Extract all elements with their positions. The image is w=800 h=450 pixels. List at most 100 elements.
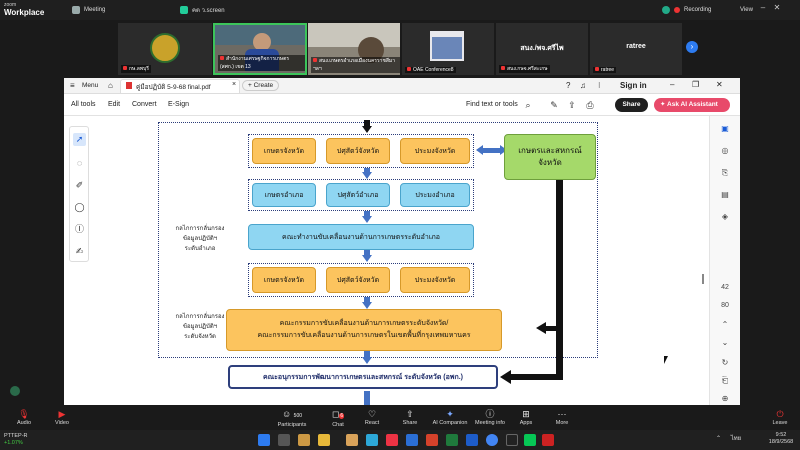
chat-badge: 6 bbox=[339, 413, 345, 419]
mic-muted-icon: 🎙 bbox=[18, 409, 30, 419]
participant-tile[interactable]: สนง./พจ.ศรีไพ สนง.กษจ.ศรีสะเกษ bbox=[496, 23, 588, 75]
layers-icon[interactable]: ◈ bbox=[721, 212, 729, 221]
page-number[interactable]: 42 bbox=[721, 284, 729, 291]
clock[interactable]: 9:52 18/9/2568 bbox=[766, 432, 796, 446]
minimize-icon[interactable]: – bbox=[760, 3, 766, 12]
chevron-up-icon[interactable]: ⌃ bbox=[721, 320, 729, 329]
help-icon[interactable]: ? bbox=[566, 81, 571, 90]
lasso-tool-icon[interactable]: ◯ bbox=[74, 202, 85, 212]
sign-in-button[interactable]: Sign in bbox=[620, 81, 647, 90]
participant-tile[interactable]: OAE Conference8 bbox=[402, 23, 494, 75]
pages-icon[interactable]: ▤ bbox=[721, 190, 729, 199]
bookmark-icon[interactable]: ⎘ bbox=[721, 168, 729, 177]
word-icon[interactable] bbox=[406, 434, 418, 446]
print-icon[interactable]: ⎙ bbox=[586, 100, 594, 110]
search-icon[interactable] bbox=[278, 434, 290, 446]
chrome-icon[interactable] bbox=[486, 434, 498, 446]
stamp-tool-icon[interactable]: ✍ bbox=[75, 246, 84, 256]
widgets-icon[interactable] bbox=[298, 434, 310, 446]
zoom-logo-big: Workplace bbox=[4, 8, 45, 17]
file-explorer-icon[interactable] bbox=[318, 434, 330, 446]
create-button[interactable]: + Create bbox=[242, 80, 280, 91]
search-icon[interactable]: ⌕ bbox=[525, 100, 531, 110]
edge-icon[interactable] bbox=[366, 434, 378, 446]
windows-start-icon[interactable] bbox=[258, 434, 270, 446]
close-icon[interactable]: ✕ bbox=[773, 3, 781, 12]
meeting-icon bbox=[72, 6, 80, 14]
pdf-page: เกษตรจังหวัด ปศุสัตว์จังหวัด ประมงจังหวั… bbox=[98, 116, 706, 405]
select-tool-icon[interactable]: ➚ bbox=[73, 133, 86, 146]
home-icon[interactable]: ⌂ bbox=[108, 81, 113, 90]
chevron-down-icon[interactable]: ⌄ bbox=[721, 338, 729, 347]
comment-tool-icon[interactable]: ◌ bbox=[76, 158, 83, 168]
app-icon[interactable] bbox=[506, 434, 518, 446]
menu-esign[interactable]: E-Sign bbox=[168, 101, 190, 108]
apps-button[interactable]: ⊞Apps bbox=[506, 408, 546, 426]
close-tab-icon[interactable]: × bbox=[232, 81, 237, 88]
ai-summary-icon[interactable]: ▣ bbox=[721, 124, 729, 133]
more-button[interactable]: ···More bbox=[542, 408, 582, 426]
rotate-icon[interactable]: ↻ bbox=[721, 358, 729, 367]
system-tray[interactable]: ⌃ ไทย bbox=[716, 433, 741, 443]
view-button[interactable]: View bbox=[740, 4, 753, 16]
prov-committee-line1: คณะกรรมการขับเคลื่อนงานด้านการเกษตรระดับ… bbox=[279, 320, 449, 327]
text-select-icon[interactable]: Ⓘ bbox=[74, 224, 84, 234]
minimize-icon[interactable]: – bbox=[670, 80, 675, 89]
upload-icon[interactable]: ⇪ bbox=[568, 100, 576, 110]
zoom-top-bar: zoom Workplace Meeting คต ว.screen Recor… bbox=[0, 0, 800, 20]
annotate-icon[interactable] bbox=[10, 386, 20, 396]
tab-screen[interactable]: คต ว.screen bbox=[180, 4, 225, 16]
excel-icon[interactable] bbox=[446, 434, 458, 446]
video-button[interactable]: ▶Video bbox=[42, 408, 82, 426]
menu-button[interactable]: Menu bbox=[82, 82, 99, 89]
participant-name: กษ.ลพบุรี bbox=[121, 65, 151, 73]
participant-tile[interactable]: กษ.ลพบุรี bbox=[118, 23, 212, 75]
participant-tile-active[interactable]: สำนักงานเศรษฐกิจการเกษตร (สศก.) เขต 13 bbox=[213, 23, 307, 75]
menu-edit[interactable]: Edit bbox=[108, 101, 121, 108]
apps-grid-icon[interactable]: ⁝ bbox=[598, 81, 601, 90]
search-tools[interactable]: Find text or tools bbox=[466, 101, 518, 108]
line-icon[interactable] bbox=[524, 434, 536, 446]
hamburger-icon[interactable]: ≡ bbox=[70, 81, 75, 90]
powerpoint-icon[interactable] bbox=[426, 434, 438, 446]
maximize-icon[interactable]: ❐ bbox=[692, 80, 700, 89]
scrollbar-thumb[interactable] bbox=[702, 274, 704, 284]
share-button[interactable]: Share bbox=[615, 98, 648, 112]
menu-convert[interactable]: Convert bbox=[132, 101, 157, 108]
comment-icon[interactable]: ✎ bbox=[550, 100, 558, 110]
share-screen-button[interactable]: ⇧Share bbox=[390, 408, 430, 426]
zoom-app-icon[interactable] bbox=[466, 434, 478, 446]
arrow-shaft bbox=[364, 351, 370, 358]
app-icon[interactable] bbox=[346, 434, 358, 446]
arrow-shaft bbox=[364, 211, 370, 217]
participant-tile[interactable]: สนง.เกษตรอำเภอเมืองนครราชสีมา ฯลฯ bbox=[308, 23, 400, 75]
ai-assistant-button[interactable]: ✦ Ask AI Assistant bbox=[654, 98, 730, 112]
tab-document[interactable] bbox=[120, 79, 240, 93]
chevron-up-icon[interactable]: ⌃ bbox=[716, 436, 722, 442]
extract-icon[interactable]: ⎗ bbox=[721, 376, 729, 385]
zoom-level[interactable]: 80 bbox=[721, 302, 729, 309]
recording-indicator[interactable]: Recording bbox=[662, 4, 711, 16]
room-wall bbox=[308, 23, 400, 47]
next-page-icon[interactable]: › bbox=[686, 41, 698, 53]
box-provincial-committee: คณะกรรมการขับเคลื่อนงานด้านการเกษตรระดับ… bbox=[226, 309, 502, 351]
language-indicator[interactable]: ไทย bbox=[730, 436, 742, 442]
bell-icon[interactable]: ♫ bbox=[580, 81, 586, 90]
stock-widget[interactable]: PTTEP-R +1.07% bbox=[4, 433, 28, 447]
participant-tile[interactable]: ratree ratree bbox=[590, 23, 682, 75]
menu-all-tools[interactable]: All tools bbox=[71, 101, 96, 108]
close-icon[interactable]: ✕ bbox=[716, 80, 723, 89]
zoom-in-icon[interactable]: ⊕ bbox=[721, 394, 729, 403]
audio-button[interactable]: 🎙Audio bbox=[4, 408, 44, 426]
comment-icon[interactable]: ◎ bbox=[721, 146, 729, 155]
leave-button[interactable]: ⏻Leave bbox=[760, 408, 800, 426]
tab-meeting[interactable]: Meeting bbox=[72, 4, 105, 16]
app-icon[interactable] bbox=[386, 434, 398, 446]
pen-tool-icon[interactable]: ✐ bbox=[75, 180, 84, 190]
acrobat-icon[interactable] bbox=[542, 434, 554, 446]
react-button[interactable]: ♡React bbox=[352, 408, 392, 426]
ai-companion-button[interactable]: ✦AI Companion bbox=[430, 408, 470, 426]
